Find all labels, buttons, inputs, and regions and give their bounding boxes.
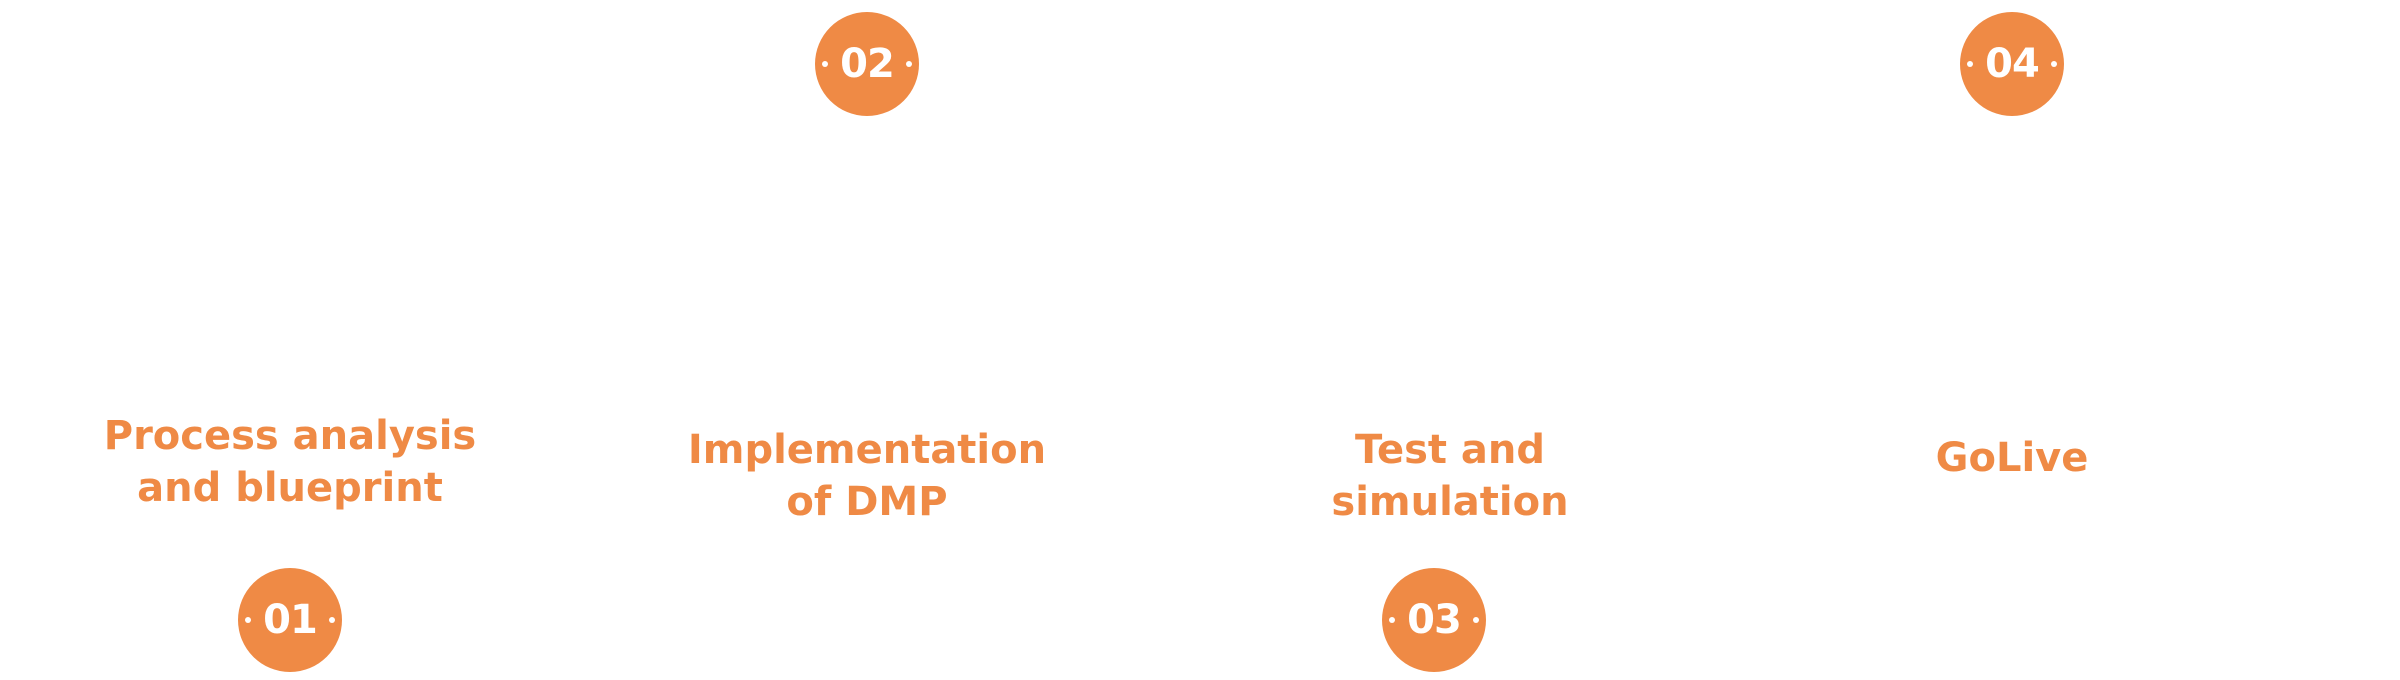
step-1-label-line-2: and blueprint [137,465,443,511]
step-2-label: Implementation of DMP [657,424,1077,528]
step-4-badge: 04 [1960,12,2064,116]
step-4-badge-left-dot [1967,61,1973,67]
step-2-badge-left-dot [822,61,828,67]
step-1-badge-left-dot [245,617,251,623]
step-3-label-line-2: simulation [1331,479,1569,525]
step-2-badge-right-dot [906,61,912,67]
step-1-label-line-1: Process analysis [103,413,477,459]
step-2-badge: 02 [815,12,919,116]
step-3-badge-right-dot [1473,617,1479,623]
step-4-badge-right-dot [2051,61,2057,67]
step-4-label-line-1: GoLive [1935,435,2089,481]
step-2-label-line-2: of DMP [786,479,948,525]
step-1-badge-right-dot [329,617,335,623]
step-3-badge-left-dot [1389,617,1395,623]
step-4-number: 04 [1985,41,2040,87]
step-1-number: 01 [263,597,318,643]
step-3-label: Test and simulation [1240,424,1660,528]
step-4-label: GoLive [1802,432,2222,484]
step-2-label-line-1: Implementation [687,427,1047,473]
step-3-label-line-1: Test and [1354,427,1546,473]
step-1-badge: 01 [238,568,342,672]
step-2-number: 02 [840,41,895,87]
step-3-number: 03 [1407,597,1462,643]
step-3-badge: 03 [1382,568,1486,672]
step-1-label: Process analysis and blueprint [80,410,500,514]
